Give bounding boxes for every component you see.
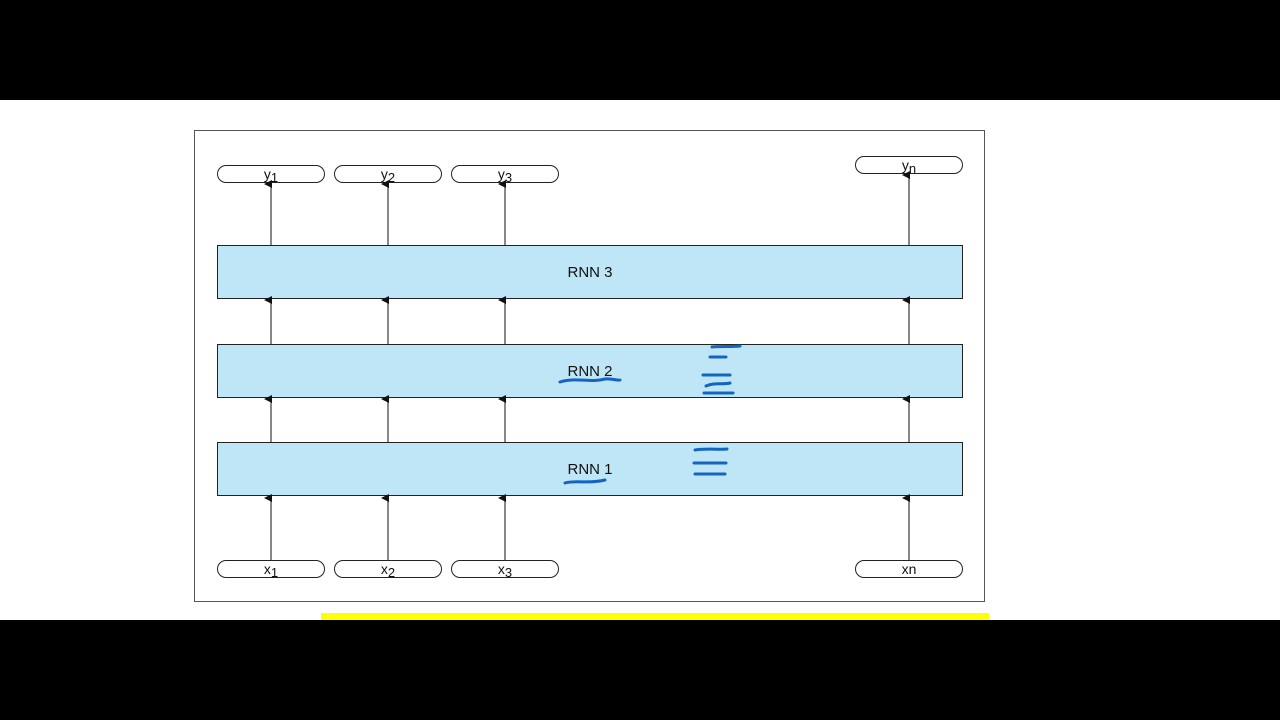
output-y1-sub: 1 [270, 169, 279, 185]
output-y2-sub: 2 [387, 169, 396, 185]
arrows-rnn2-to-rnn3 [264, 296, 910, 344]
highlight-mark [321, 613, 989, 620]
output-y3-base: y [497, 166, 505, 182]
arrows-input-to-rnn1 [264, 494, 910, 560]
output-yn-sub: n [908, 160, 917, 176]
rnn-layer-2: RNN 2 [217, 344, 963, 398]
output-y1-base: y [263, 166, 271, 182]
arrows-rnn1-to-rnn2 [264, 395, 910, 442]
rnn-layer-1: RNN 1 [217, 442, 963, 496]
input-x1-base: x [263, 561, 271, 577]
input-x2-base: x [380, 561, 388, 577]
diagram-overlay [264, 171, 910, 560]
handwritten-annotations [558, 344, 742, 485]
input-x1-sub: 1 [270, 564, 279, 580]
underline-rnn1 [563, 478, 607, 485]
input-x3-base: x [497, 561, 505, 577]
output-y2-base: y [380, 166, 388, 182]
stack-mark-rnn2-1 [710, 344, 742, 349]
stack-mark-rnn1-1 [693, 447, 729, 452]
arrows-rnn3-to-output [264, 171, 910, 245]
rnn-layer-1-label: RNN 1 [567, 460, 613, 478]
rnn-layer-3-label: RNN 3 [567, 263, 613, 281]
input-xn-base: xn [901, 561, 917, 577]
input-x3-sub: 3 [504, 564, 513, 580]
rnn-layer-2-label: RNN 2 [567, 362, 613, 380]
input-x2-sub: 2 [387, 564, 396, 580]
rnn-layer-3: RNN 3 [217, 245, 963, 299]
output-yn-base: y [901, 157, 909, 173]
input-xn: xn [855, 560, 963, 578]
output-y3-sub: 3 [504, 169, 513, 185]
stack-mark-rnn2-4 [704, 381, 732, 388]
underline-rnn2 [558, 377, 622, 384]
